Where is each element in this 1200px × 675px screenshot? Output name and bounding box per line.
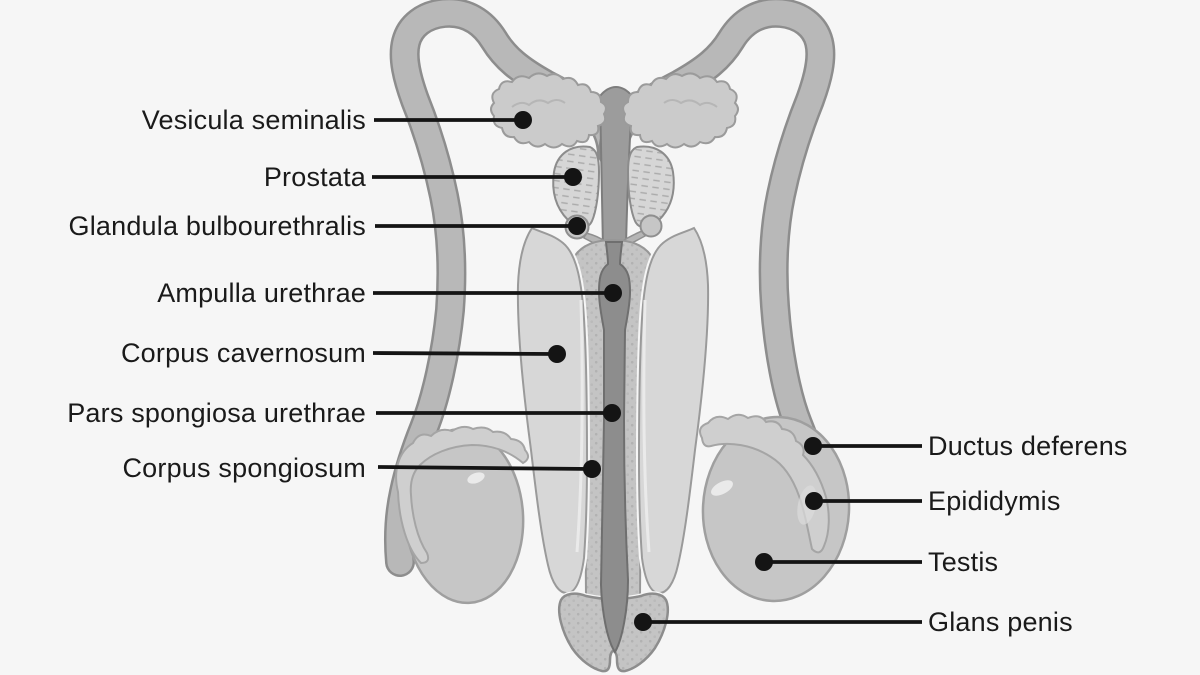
label-vesicula-seminalis: Vesicula seminalis <box>141 105 366 135</box>
label-corpus-cavernosum: Corpus cavernosum <box>120 338 366 368</box>
label-epididymis: Epididymis <box>928 486 1061 516</box>
label-testis: Testis <box>928 547 999 577</box>
leader-corpus-spongiosum <box>377 465 593 471</box>
label-pars-spongiosa-urethrae: Pars spongiosa urethrae <box>67 398 366 428</box>
label-ampulla-urethrae: Ampulla urethrae <box>157 278 366 308</box>
urethra-upper-duct-shape <box>598 86 634 249</box>
label-glans-penis: Glans penis <box>928 607 1073 637</box>
leader-corpus-cavernosum <box>372 351 558 356</box>
vesicula-seminalis-left-shape <box>490 72 607 149</box>
label-ductus-deferens: Ductus deferens <box>928 431 1128 461</box>
leader-lines <box>372 118 922 624</box>
leader-dots <box>514 111 823 631</box>
label-corpus-spongiosum: Corpus spongiosum <box>122 453 366 483</box>
epididymis-left-shape <box>395 425 529 565</box>
vesicula-seminalis-right-shape <box>622 72 739 149</box>
testis-right-shape <box>701 415 851 603</box>
label-glandula-bulbourethralis: Glandula bulbourethralis <box>68 211 366 241</box>
prostata-shape <box>552 145 675 229</box>
label-prostata: Prostata <box>263 162 366 192</box>
corpus-cavernosum-left-shape <box>514 224 591 596</box>
corpus-cavernosum-right-shape <box>635 224 712 596</box>
